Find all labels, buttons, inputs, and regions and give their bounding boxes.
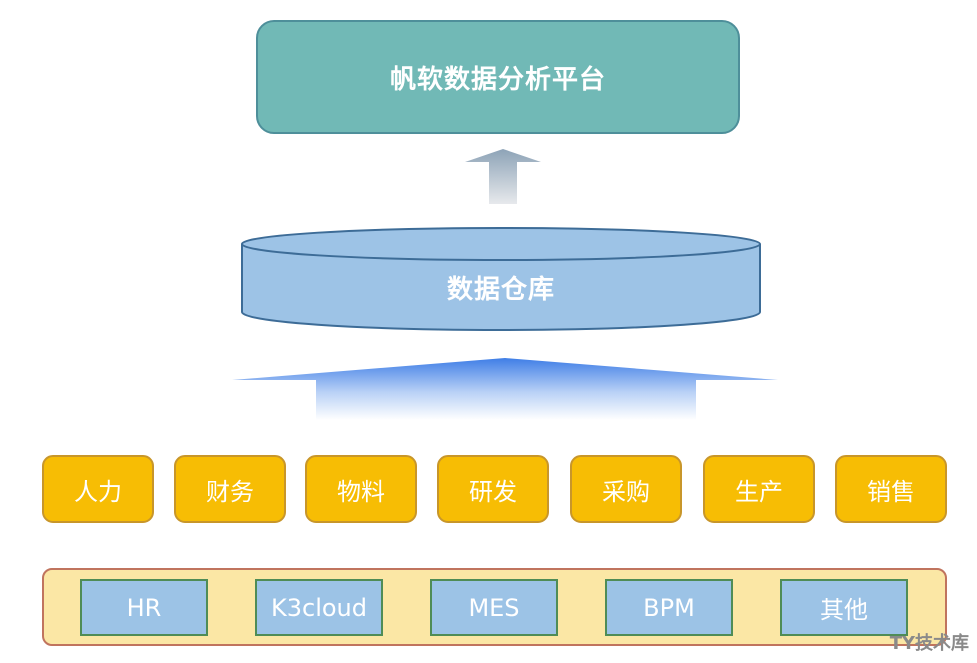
data-warehouse-label: 数据仓库 bbox=[446, 274, 555, 305]
system-label: 其他 bbox=[820, 596, 868, 624]
domain-box-finance: 财务 bbox=[174, 455, 286, 523]
domain-label: 采购 bbox=[602, 477, 650, 506]
domain-label: 销售 bbox=[867, 477, 915, 506]
domain-box-sales: 销售 bbox=[835, 455, 947, 523]
domain-label: 人力 bbox=[74, 477, 122, 506]
system-label: MES bbox=[468, 593, 520, 622]
system-box-bpm: BPM bbox=[605, 579, 733, 636]
domain-label: 物料 bbox=[337, 477, 385, 506]
domain-box-procurement: 采购 bbox=[570, 455, 682, 523]
system-box-k3cloud: K3cloud bbox=[255, 579, 383, 636]
upward-flow-arrow-icon bbox=[232, 358, 778, 420]
system-label: BPM bbox=[643, 593, 695, 622]
domain-box-rnd: 研发 bbox=[437, 455, 549, 523]
domain-box-production: 生产 bbox=[703, 455, 815, 523]
system-box-mes: MES bbox=[430, 579, 558, 636]
analysis-platform-label: 帆软数据分析平台 bbox=[389, 64, 606, 95]
domain-box-hr: 人力 bbox=[42, 455, 154, 523]
up-arrow-icon bbox=[465, 149, 541, 204]
analysis-platform-box: 帆软数据分析平台 bbox=[256, 20, 740, 134]
system-label: K3cloud bbox=[271, 593, 367, 622]
domain-box-materials: 物料 bbox=[305, 455, 417, 523]
system-box-other: 其他 bbox=[780, 579, 908, 636]
domain-label: 研发 bbox=[469, 477, 517, 506]
domain-label: 财务 bbox=[206, 477, 254, 506]
system-label: HR bbox=[126, 593, 162, 622]
system-box-hr: HR bbox=[80, 579, 208, 636]
domain-label: 生产 bbox=[735, 477, 783, 506]
data-warehouse-cylinder bbox=[241, 227, 761, 331]
watermark: TY技术库 bbox=[889, 633, 969, 654]
